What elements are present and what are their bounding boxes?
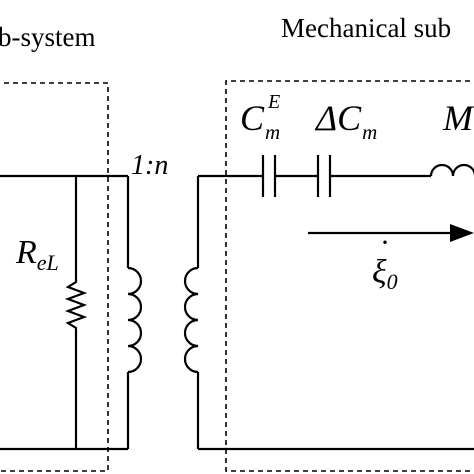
secondary-coil xyxy=(183,266,199,374)
capacitor-ce-label: Cm xyxy=(240,98,280,144)
resistor-label-main: R xyxy=(15,234,37,271)
resistor-label-sub: eL xyxy=(37,250,59,275)
velocity-label: ξ0 xyxy=(372,254,398,294)
velocity-arrow-head xyxy=(450,224,474,242)
capacitor-delta-label-sub: m xyxy=(362,120,377,144)
capacitor-ce-label-sub: m xyxy=(265,120,280,144)
capacitor-delta-label: ΔCm xyxy=(314,98,377,144)
mechanical-subsystem-box xyxy=(225,80,474,472)
electrical-subsystem-title: b-system xyxy=(0,22,96,52)
velocity-label-dot: · xyxy=(380,226,390,259)
velocity-label-main: ξ xyxy=(372,254,387,291)
capacitor-ce-label-sup: E xyxy=(267,91,280,113)
capacitor-ce-label-main: C xyxy=(240,98,265,138)
mechanical-subsystem-title: Mechanical sub xyxy=(281,13,451,43)
capacitor-delta-label-main: ΔC xyxy=(314,98,362,138)
primary-coil xyxy=(127,266,143,374)
mass-label: M xyxy=(442,98,474,138)
resistor-label: ReL xyxy=(15,234,59,275)
electrical-subsystem-box xyxy=(0,82,109,472)
mass-inductor xyxy=(429,163,474,177)
transformer-ratio-label: 1:n xyxy=(131,150,168,181)
velocity-label-sub: 0 xyxy=(387,269,398,294)
resistor-r-el xyxy=(64,176,88,449)
